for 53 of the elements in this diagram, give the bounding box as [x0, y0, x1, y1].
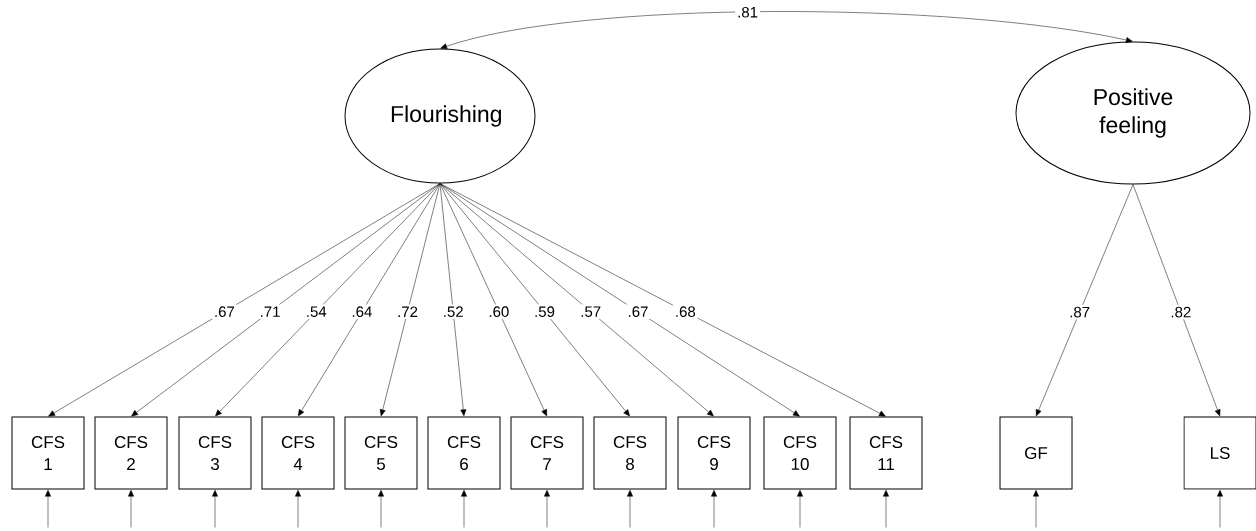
error-arrow: [711, 489, 717, 528]
loading-arrow: [215, 183, 441, 417]
edge-label: .57: [578, 304, 604, 319]
error-arrow: [212, 489, 218, 528]
indicator-box: CFS 5: [344, 416, 418, 490]
indicator-box: LS: [1183, 416, 1256, 490]
loading-arrow: [298, 183, 441, 417]
loading-arrow: [439, 183, 630, 417]
error-arrow: [627, 489, 633, 528]
loading-arrow: [379, 183, 441, 417]
loading-arrow: [1132, 184, 1221, 417]
indicator-box: CFS 2: [94, 416, 168, 490]
indicator-box: CFS 6: [427, 416, 501, 490]
indicator-box: CFS 11: [849, 416, 923, 490]
edge-label: .64: [349, 304, 375, 319]
edge-label: .81: [735, 4, 760, 20]
edge-label: .52: [440, 304, 466, 319]
error-arrow: [378, 489, 384, 528]
error-arrow: [1217, 489, 1223, 528]
edge-label: .72: [395, 304, 420, 319]
edge-label: .67: [212, 304, 237, 319]
loading-arrow: [1035, 184, 1134, 417]
loading-arrow: [439, 183, 886, 417]
error-arrow: [1033, 489, 1039, 528]
error-arrow: [883, 489, 889, 528]
loading-arrow: [439, 183, 547, 417]
indicator-box: CFS 1: [11, 416, 85, 490]
edge-label: .67: [625, 304, 651, 319]
indicator-box: CFS 4: [261, 416, 335, 490]
edge-label: .60: [486, 304, 512, 319]
indicator-box: CFS 7: [510, 416, 584, 490]
error-arrow: [128, 489, 134, 528]
loading-arrow: [48, 183, 441, 417]
edge-label: .59: [532, 304, 557, 319]
indicator-box: CFS 3: [178, 416, 252, 490]
edge-label: .54: [303, 304, 329, 319]
edge-label: .71: [257, 304, 283, 319]
edge-label: .68: [672, 304, 698, 319]
edge-label: .87: [1067, 304, 1093, 320]
covariance-arrow: [440, 11, 1133, 50]
loading-arrow: [439, 183, 467, 417]
indicator-box: CFS 8: [593, 416, 667, 490]
error-arrow: [544, 489, 550, 528]
loading-arrow: [439, 183, 714, 417]
error-arrow: [797, 489, 803, 528]
error-arrow: [295, 489, 301, 528]
error-arrow: [45, 489, 51, 528]
error-arrow: [461, 489, 467, 528]
edge-label: .82: [1168, 304, 1194, 320]
indicator-box: CFS 10: [763, 416, 837, 490]
indicator-box: CFS 9: [677, 416, 751, 490]
indicator-box: GF: [999, 416, 1073, 490]
loading-arrow: [439, 183, 800, 417]
